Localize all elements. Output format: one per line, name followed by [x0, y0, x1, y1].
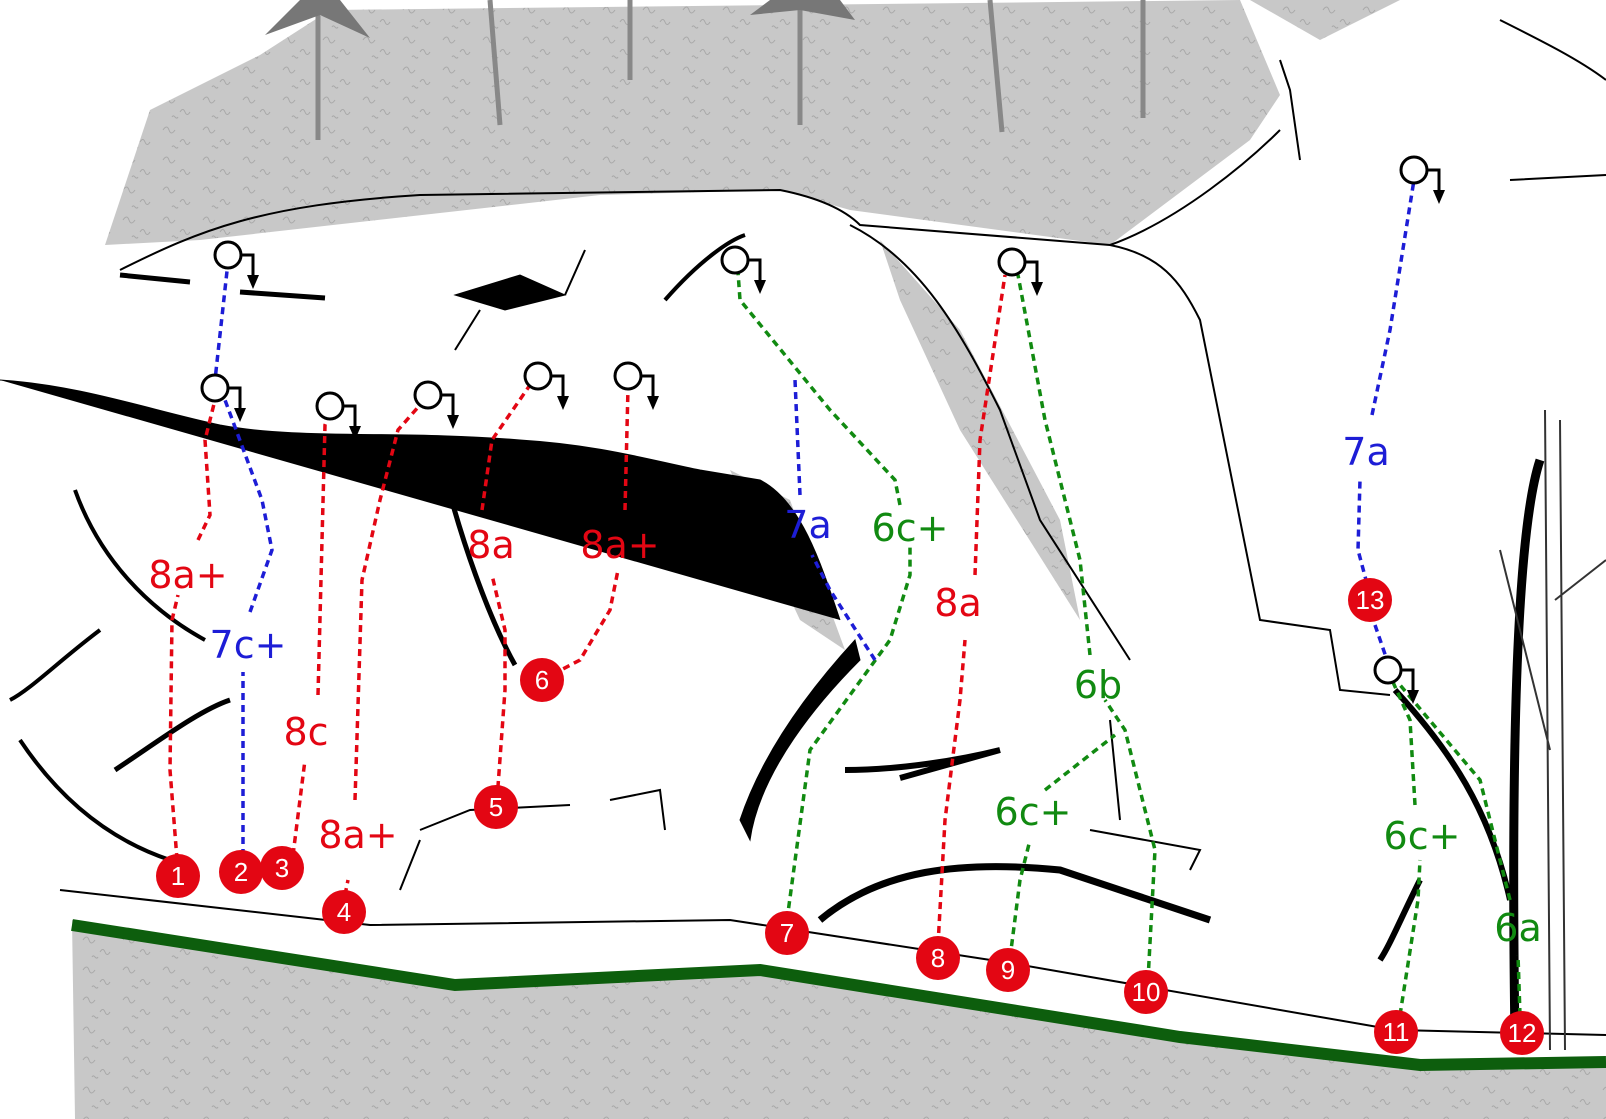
lower-off-anchor-icon [720, 245, 766, 294]
grade-label: 6c+ [995, 790, 1072, 834]
route-line [936, 274, 1007, 946]
route-number: 3 [275, 853, 289, 883]
lower-off-anchor-icon [997, 247, 1043, 296]
route-line [168, 399, 217, 873]
marker-circle [1374, 1010, 1418, 1054]
marker-circle [765, 911, 809, 955]
grade-label: 7a [1342, 430, 1389, 474]
marker-circle [1500, 1011, 1544, 1055]
tree-branches [1499, 409, 1606, 1051]
ground-area [59, 889, 1606, 1119]
route-marker-11[interactable]: 11 [1374, 1010, 1418, 1054]
route-number: 13 [1356, 585, 1385, 615]
lower-off-anchor-icon [200, 373, 246, 422]
grade-label: 8a [934, 581, 981, 625]
grade-label: 6c+ [872, 506, 949, 550]
marker-circle [322, 890, 366, 934]
route-number: 10 [1132, 977, 1161, 1007]
route-marker-10[interactable]: 10 [1124, 970, 1168, 1014]
route-line [1016, 274, 1157, 981]
route-marker-7[interactable]: 7 [765, 911, 809, 955]
lower-off-anchor-icon [613, 361, 659, 410]
route-number: 1 [171, 861, 185, 891]
route-marker-13[interactable]: 13 [1348, 578, 1392, 622]
grade-label: 8a [467, 523, 514, 567]
route-marker-4[interactable]: 4 [322, 890, 366, 934]
marker-circle [986, 948, 1030, 992]
grade-label: 6a [1494, 906, 1541, 950]
route-number: 11 [1383, 1017, 1410, 1047]
grade-label: 8c [283, 710, 328, 754]
route-number: 7 [780, 918, 794, 948]
route-marker-1[interactable]: 1 [156, 854, 200, 898]
lower-off-anchor-icon [1373, 655, 1419, 704]
route-marker-9[interactable]: 9 [986, 948, 1030, 992]
lower-off-anchor-icon [413, 380, 459, 429]
route-marker-6[interactable]: 6 [520, 658, 564, 702]
route-line [480, 384, 532, 801]
route-number: 6 [535, 665, 549, 695]
lower-off-anchor-icon [315, 391, 361, 440]
grade-label: 6b [1074, 663, 1122, 707]
grade-labels: 8a+ 7c+ 8c 8a+ 8a 8a+ 7a 6c+ 8a 6c+ 6b 6c+ 6a 7a [148, 430, 1541, 950]
route-number: 2 [234, 857, 248, 887]
route-line [213, 261, 274, 868]
marker-circle [916, 936, 960, 980]
route-number: 8 [931, 943, 945, 973]
lower-off-anchor-icon [1399, 155, 1445, 204]
marker-circle [156, 854, 200, 898]
route-number: 12 [1508, 1018, 1537, 1048]
grade-label: 6c+ [1384, 814, 1461, 858]
grade-label: 7c+ [210, 623, 287, 667]
route-number: 4 [337, 897, 351, 927]
lower-off-anchor-icon [523, 361, 569, 410]
marker-circle [520, 658, 564, 702]
route-number: 9 [1001, 955, 1015, 985]
route-line [291, 411, 332, 856]
grade-label: 8a+ [580, 523, 659, 567]
route-marker-5[interactable]: 5 [474, 785, 518, 829]
route-number: 5 [489, 792, 503, 822]
rock-features [0, 19, 1606, 1051]
anchors [200, 155, 1445, 704]
route-marker-8[interactable]: 8 [916, 936, 960, 980]
route-line [736, 271, 912, 921]
grade-label: 8a+ [148, 553, 227, 597]
route-lines [168, 179, 1522, 1016]
route-marker-3[interactable]: 3 [260, 846, 304, 890]
grade-label: 8a+ [318, 813, 397, 857]
marker-circle [1124, 970, 1168, 1014]
marker-circle [260, 846, 304, 890]
tree-trunks [315, 0, 1146, 140]
marker-circle [1348, 578, 1392, 622]
route-line [1398, 683, 1522, 1016]
route-marker-2[interactable]: 2 [219, 850, 263, 894]
ground-line [71, 919, 1606, 1072]
lower-off-anchor-icon [213, 240, 259, 289]
route-line [1390, 679, 1422, 1016]
cliff-base-line [59, 889, 1606, 1036]
route-line [793, 379, 877, 661]
grade-label: 7a [784, 503, 831, 547]
marker-circle [474, 785, 518, 829]
route-marker-12[interactable]: 12 [1500, 1011, 1544, 1055]
route-line [1008, 733, 1117, 959]
marker-circle [219, 850, 263, 894]
route-line [541, 387, 630, 682]
